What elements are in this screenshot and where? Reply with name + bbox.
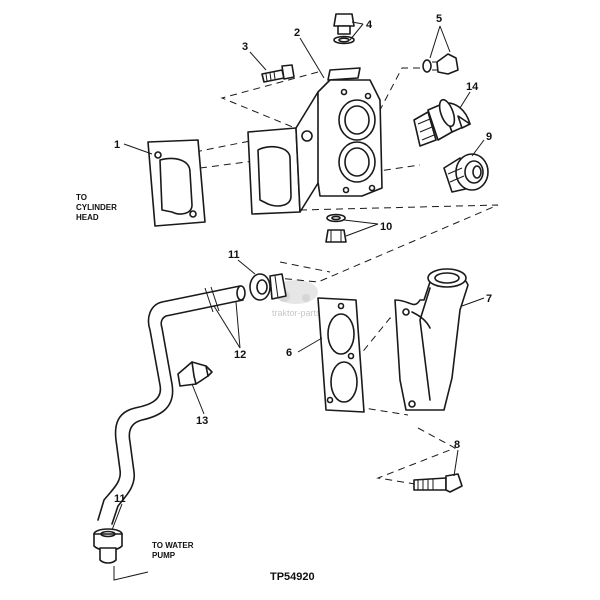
note-cylinder-head-line-1: TO <box>76 193 87 202</box>
note-to-water-pump: TO WATER PUMP <box>152 541 194 560</box>
fitting-part-11-lower <box>93 528 123 564</box>
callouts: 1 2 3 4 5 6 7 8 9 10 11 11 12 13 14 <box>114 13 492 505</box>
alignment-lines <box>194 67 499 485</box>
callout-12: 12 <box>234 349 246 361</box>
note-water-pump-line-1: TO WATER <box>152 541 194 550</box>
plug-part-5 <box>422 53 459 75</box>
callout-11-upper: 11 <box>228 249 240 261</box>
callout-4: 4 <box>366 19 373 31</box>
callout-2: 2 <box>294 27 300 39</box>
bypass-tube-part-12 <box>97 285 246 525</box>
callout-7: 7 <box>486 293 492 305</box>
note-to-cylinder-head: TO CYLINDER HEAD <box>76 193 117 222</box>
callout-14: 14 <box>466 81 479 93</box>
callout-13: 13 <box>196 415 208 427</box>
figure-id: TP54920 <box>270 571 315 583</box>
plug-part-10 <box>325 213 347 243</box>
thermostat-housing-part-2 <box>247 67 383 215</box>
callout-1: 1 <box>114 139 120 151</box>
clamp-part-13 <box>177 361 213 387</box>
callout-6: 6 <box>286 347 292 359</box>
callout-3: 3 <box>242 41 248 53</box>
cap-screw-part-3 <box>261 64 295 83</box>
thermostat-part-9 <box>443 153 489 193</box>
callout-5: 5 <box>436 13 442 25</box>
outlet-elbow-part-7 <box>394 268 469 411</box>
thermostat-part-14 <box>413 98 471 147</box>
gasket-part-6 <box>317 297 365 413</box>
leader-lines <box>111 21 485 581</box>
note-cylinder-head-line-2: CYLINDER <box>76 203 117 212</box>
fitting-part-11-upper <box>249 273 287 301</box>
gasket-part-1 <box>147 139 206 227</box>
cap-screw-part-8 <box>413 473 463 493</box>
callout-8: 8 <box>454 439 460 451</box>
callout-9: 9 <box>486 131 492 143</box>
note-water-pump-line-2: PUMP <box>152 551 176 560</box>
callout-11-lower: 11 <box>114 493 126 505</box>
note-cylinder-head-line-3: HEAD <box>76 213 99 222</box>
watermark-text: traktor-parts <box>272 308 321 318</box>
plug-part-4 <box>333 13 355 45</box>
callout-10: 10 <box>380 221 392 233</box>
